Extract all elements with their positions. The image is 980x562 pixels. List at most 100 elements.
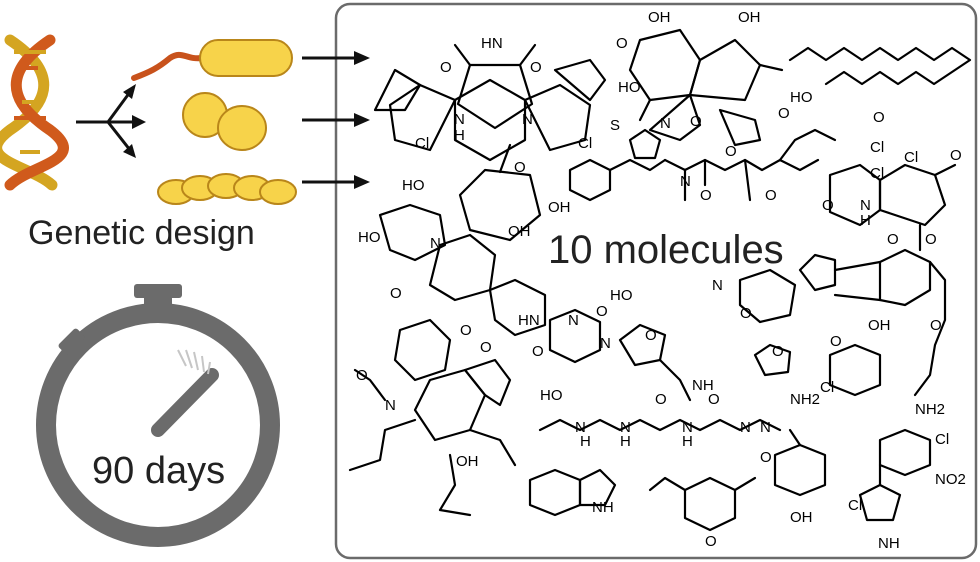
atom-label: H [620,433,631,450]
host-to-product-arrows [302,51,370,189]
atom-label: H [454,127,465,144]
atom-label: O [760,449,772,466]
filamentous-chain-icon [157,173,297,205]
atom-label: N [522,111,533,128]
atom-label: O [390,285,402,302]
atom-label: HO [610,287,633,304]
dna-double-helix-icon [0,34,69,191]
benzoxazinone-structure [828,163,957,252]
atom-label: O [765,187,777,204]
atom-label: O [725,143,737,160]
atom-label: OH [738,9,761,26]
atom-label: Cl [415,135,429,152]
atom-label: N [680,173,691,190]
atom-label: N [385,397,396,414]
three-way-branch-arrow-icon [76,84,146,158]
atom-label: O [772,343,784,360]
atom-label: HO [540,387,563,404]
genetic-design-label: Genetic design [28,214,255,252]
atom-label: N [660,115,671,132]
atom-label: N [575,419,586,436]
staurosporine-like-structure [373,43,607,242]
atom-label: O [822,197,834,214]
atom-label: O [460,322,472,339]
atom-label: O [830,333,842,350]
atom-label: OH [508,223,531,240]
molecules-count-label: 10 molecules [548,228,784,272]
atom-label: OH [868,317,891,334]
atom-label: N [760,419,771,436]
atom-label: O [740,305,752,322]
atom-label: HO [358,229,381,246]
atom-label: O [873,109,885,126]
atom-label: O [925,231,937,248]
budding-yeast-icon [182,92,267,151]
atom-label: NH [878,535,900,552]
atom-label: O [950,147,962,164]
atom-label: O [930,317,942,334]
long-chain-alcohol-structure [788,46,972,86]
atom-label: NH2 [915,401,945,418]
thiazole-peptide-structure [568,128,837,202]
atom-label: OH [648,9,671,26]
nucleoside-peptide-structure [528,308,827,517]
atom-label: HN [518,312,540,329]
chloropyrrole-structure [858,428,932,522]
atom-label: HO [402,177,425,194]
atom-label: N [620,419,631,436]
atom-labels: HN O O N H N Cl Cl HO O OH OH OH O OH HO… [356,9,966,552]
atom-label: O [356,367,368,384]
atom-label: NH [692,377,714,394]
atom-label: Cl [870,165,884,182]
atom-label: N [860,197,871,214]
atom-label: OH [548,199,571,216]
tricyclic-polyol-structure [628,28,784,147]
atom-label: N [600,335,611,352]
atom-label: O [887,231,899,248]
atom-label: HO [790,89,813,106]
atom-label: Cl [848,497,862,514]
atom-label: O [514,159,526,176]
atom-label: NH [592,499,614,516]
atom-label: NH2 [790,391,820,408]
atom-label: O [690,113,702,130]
atom-label: HO [618,79,641,96]
atom-label: O [596,303,608,320]
atom-label: HN [481,35,503,52]
atom-label: OH [790,509,813,526]
atom-label: OH [456,453,479,470]
bacterium-icon [131,39,293,81]
terpene-ketone-structure [648,476,757,532]
atom-label: O [700,187,712,204]
atom-label: O [616,35,628,52]
vinca-alkaloid-structure [348,203,547,517]
duration-label: 90 days [92,450,226,492]
stopwatch-icon [36,284,280,547]
atom-label: Cl [935,431,949,448]
atom-label: N [740,419,751,436]
atom-label: N [712,277,723,294]
atom-label: Cl [578,135,592,152]
atom-label: H [860,212,871,229]
atom-label: Cl [870,139,884,156]
atom-label: O [705,533,717,550]
atom-label: S [610,117,620,134]
molecules-panel [334,2,978,560]
atom-label: O [532,343,544,360]
atom-label: N [568,312,579,329]
atom-label: N [454,111,465,128]
atom-label: O [655,391,667,408]
atom-label: H [580,433,591,450]
atom-label: O [480,339,492,356]
atom-label: NO2 [935,471,966,488]
atom-label: O [440,59,452,76]
atom-label: O [645,327,657,344]
atom-label: H [682,433,693,450]
atom-label: O [708,391,720,408]
atom-label: N [682,419,693,436]
atom-label: Cl [904,149,918,166]
atom-label: N [430,235,441,252]
atom-label: Cl [820,379,834,396]
enediyne-structure [738,248,947,397]
